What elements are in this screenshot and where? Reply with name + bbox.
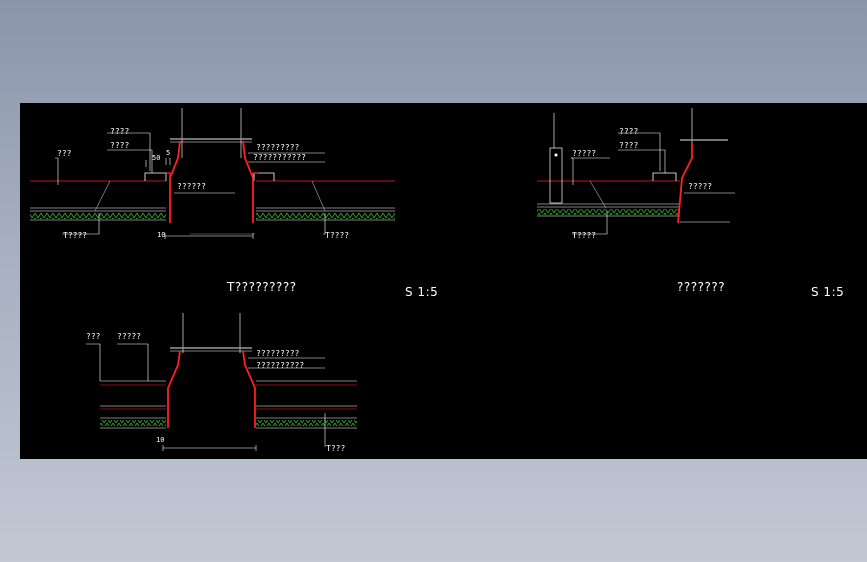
cad-drawing: ???? ???? ??? ????????? ??????????? ????… (30, 108, 844, 453)
label-b-b: ????? (117, 332, 141, 341)
view-bottom: ??? ????? ????????? ?????????? T??? 10 (86, 313, 357, 453)
label-tl-e: ??????????? (253, 153, 306, 162)
label-tr-g: T???? (572, 231, 596, 240)
label-tl-c: ??? (57, 149, 72, 158)
label-tl-b: ???? (110, 141, 129, 150)
label-tr-b: ???? (619, 141, 638, 150)
dim-5: 5 (166, 149, 170, 157)
label-tl-g: T???? (63, 231, 87, 240)
scale-top-right: S 1:5 (811, 285, 844, 299)
cad-drawing-canvas: ???? ???? ??? ????????? ??????????? ????… (20, 103, 867, 459)
z-bracket-left (144, 172, 167, 181)
ceiling-layers-left (30, 180, 166, 221)
label-b-a: ??? (86, 332, 101, 341)
dim-10-top: 10 (157, 231, 165, 239)
scale-top-left: S 1:5 (405, 285, 438, 299)
view-top-left: ???? ???? ??? ????????? ??????????? ????… (30, 108, 438, 299)
label-tl-f: ?????? (177, 182, 206, 191)
title-top-left: T????????? (226, 280, 297, 294)
label-tr-f: ????? (688, 182, 712, 191)
view-top-right: ???? ???? ????? ????? T???? ??????? S 1:… (537, 108, 844, 299)
label-tr-c: ????? (572, 149, 596, 158)
label-tl-a: ???? (110, 127, 129, 136)
label-b-e: ?????????? (256, 361, 304, 370)
hanger-box (549, 147, 563, 204)
ceiling-layers-right (256, 180, 395, 221)
dim-10-bottom: 10 (156, 436, 164, 444)
z-bracket-right (253, 172, 275, 181)
label-tl-h: T???? (325, 231, 349, 240)
label-tr-a: ???? (619, 127, 638, 136)
label-b-d: ????????? (256, 349, 300, 358)
label-tl-d: ????????? (256, 143, 300, 152)
dim-50: 50 (152, 154, 160, 162)
title-top-right: ??????? (677, 280, 725, 294)
steel-profile (166, 140, 258, 223)
label-b-h: T??? (326, 444, 345, 453)
